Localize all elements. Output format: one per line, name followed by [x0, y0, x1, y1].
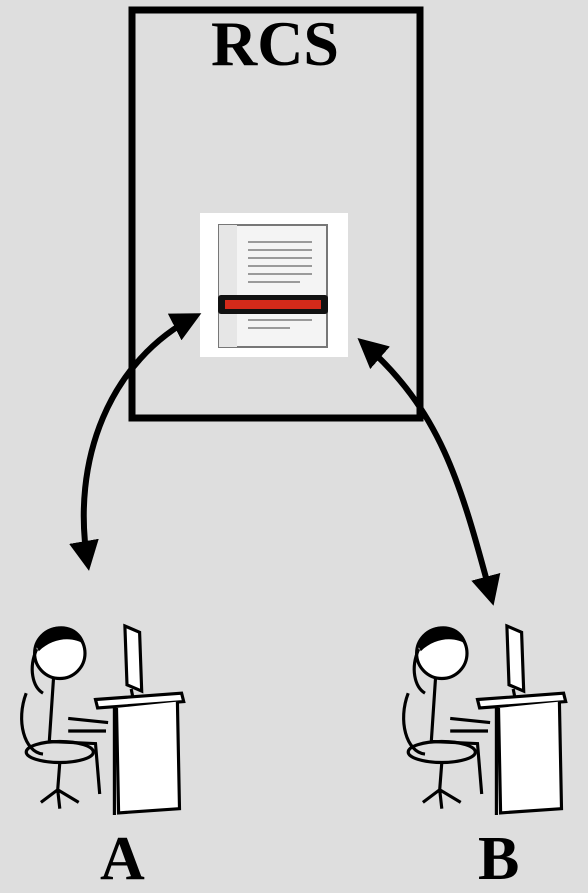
- arrow-b-document: [362, 342, 492, 600]
- document-icon: [200, 213, 348, 357]
- document-highlight: [225, 300, 321, 309]
- user-a-label: A: [100, 828, 145, 890]
- user-a-icon: [22, 626, 184, 815]
- user-b-label: B: [478, 828, 519, 890]
- server-label: RCS: [130, 12, 420, 76]
- arrow-a-document: [84, 316, 196, 565]
- user-b-icon: [404, 626, 566, 815]
